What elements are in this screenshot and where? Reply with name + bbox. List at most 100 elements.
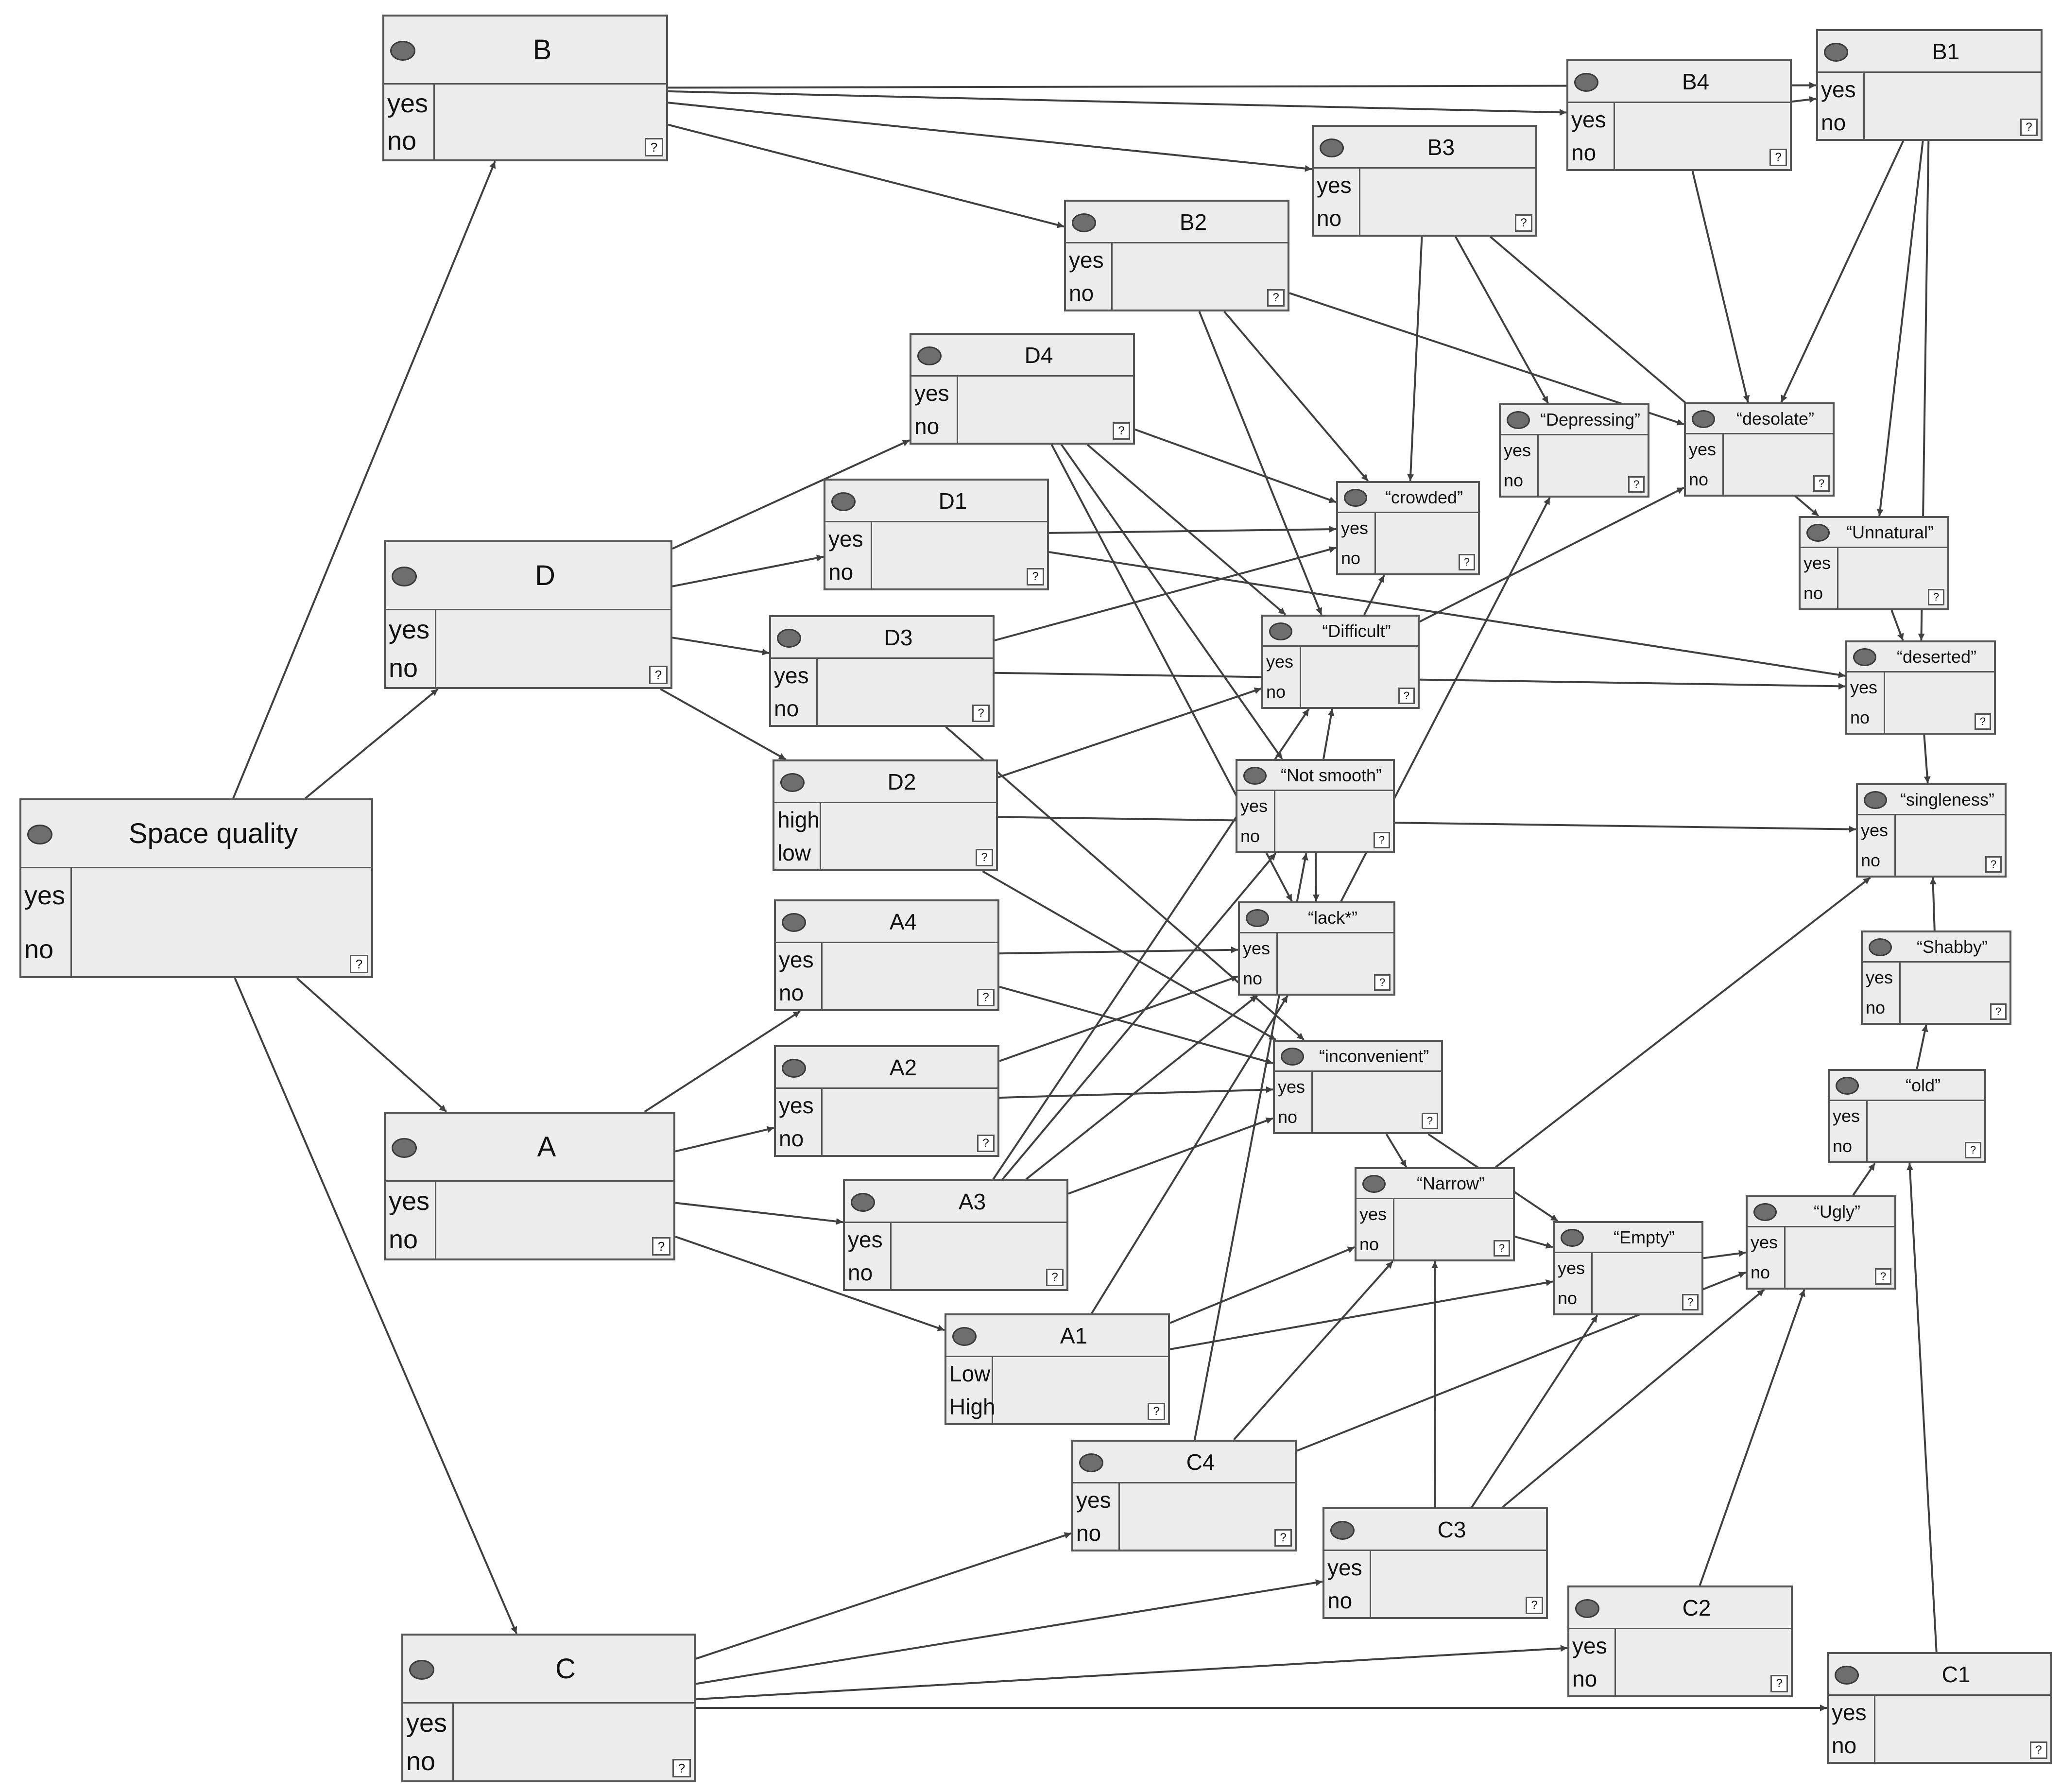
help-icon[interactable]: ?: [1770, 1675, 1788, 1692]
node-state-no[interactable]: no: [1504, 470, 1524, 490]
node-state-no[interactable]: no: [774, 696, 799, 721]
help-icon[interactable]: ?: [1267, 289, 1285, 307]
node-state-yes[interactable]: yes: [1866, 967, 1893, 987]
node-state-yes[interactable]: yes: [1317, 172, 1352, 198]
node-state-yes[interactable]: yes: [1069, 247, 1104, 273]
help-icon[interactable]: ?: [1990, 1003, 2007, 1020]
node-state-no[interactable]: no: [1861, 850, 1881, 870]
help-icon[interactable]: ?: [1274, 1529, 1292, 1547]
node-state-low[interactable]: Low: [949, 1361, 991, 1386]
node-state-yes[interactable]: yes: [1850, 677, 1878, 697]
node-state-no[interactable]: no: [1240, 826, 1260, 846]
help-icon[interactable]: ?: [1975, 713, 1991, 730]
help-icon[interactable]: ?: [1148, 1403, 1165, 1420]
node-state-no[interactable]: no: [1803, 583, 1823, 603]
node-state-no[interactable]: no: [389, 653, 418, 683]
help-icon[interactable]: ?: [2020, 119, 2038, 136]
node-state-no[interactable]: no: [1689, 469, 1709, 489]
node-state-no[interactable]: no: [24, 934, 54, 964]
node-state-yes[interactable]: yes: [24, 880, 66, 910]
help-icon[interactable]: ?: [1813, 475, 1830, 492]
node-state-no[interactable]: no: [1341, 548, 1361, 568]
help-icon[interactable]: ?: [1928, 589, 1944, 605]
node-state-no[interactable]: no: [389, 1224, 418, 1254]
node-state-yes[interactable]: yes: [389, 1186, 430, 1216]
node-state-yes[interactable]: yes: [1278, 1077, 1305, 1097]
node-state-yes[interactable]: yes: [848, 1227, 883, 1252]
help-icon[interactable]: ?: [1113, 422, 1130, 440]
node-state-yes[interactable]: yes: [1076, 1487, 1111, 1513]
help-icon[interactable]: ?: [1398, 688, 1415, 704]
node-state-no[interactable]: no: [1866, 998, 1886, 1017]
node-state-yes[interactable]: yes: [1832, 1700, 1867, 1725]
node-state-yes[interactable]: yes: [779, 1093, 814, 1118]
node-state-yes[interactable]: yes: [1572, 1633, 1607, 1658]
node-state-yes[interactable]: yes: [1504, 440, 1531, 460]
node-state-yes[interactable]: yes: [406, 1708, 447, 1738]
node-state-no[interactable]: no: [1243, 968, 1263, 988]
help-icon[interactable]: ?: [1628, 476, 1645, 493]
node-state-yes[interactable]: yes: [1359, 1204, 1387, 1224]
node-state-yes[interactable]: yes: [779, 947, 814, 972]
node-state-yes[interactable]: yes: [1240, 796, 1268, 816]
help-icon[interactable]: ?: [977, 1135, 995, 1152]
node-state-yes[interactable]: yes: [389, 615, 430, 644]
node-state-yes[interactable]: yes: [1243, 938, 1271, 958]
node-state-no[interactable]: no: [1266, 682, 1286, 702]
node-state-no[interactable]: no: [914, 414, 940, 439]
node-state-yes[interactable]: yes: [1689, 439, 1717, 459]
node-state-no[interactable]: no: [1327, 1588, 1353, 1613]
node-state-no[interactable]: no: [1317, 206, 1342, 231]
help-icon[interactable]: ?: [1046, 1269, 1064, 1286]
node-state-yes[interactable]: yes: [914, 380, 949, 406]
node-state-no[interactable]: no: [1850, 707, 1870, 727]
node-state-yes[interactable]: yes: [1558, 1258, 1585, 1278]
node-state-no[interactable]: no: [1832, 1733, 1857, 1758]
node-state-no[interactable]: no: [1076, 1520, 1101, 1546]
help-icon[interactable]: ?: [976, 849, 993, 866]
help-icon[interactable]: ?: [1027, 568, 1044, 586]
help-icon[interactable]: ?: [350, 955, 368, 973]
node-state-yes[interactable]: yes: [1833, 1106, 1860, 1126]
help-icon[interactable]: ?: [1875, 1268, 1891, 1285]
node-state-high[interactable]: high: [777, 807, 820, 832]
node-state-yes[interactable]: yes: [387, 88, 429, 118]
node-state-no[interactable]: no: [1571, 140, 1597, 165]
help-icon[interactable]: ?: [977, 989, 995, 1006]
node-state-yes[interactable]: yes: [1266, 652, 1294, 672]
help-icon[interactable]: ?: [1682, 1294, 1699, 1310]
help-icon[interactable]: ?: [1515, 214, 1532, 232]
node-state-no[interactable]: no: [1821, 110, 1846, 135]
node-state-yes[interactable]: yes: [1803, 553, 1831, 573]
node-state-no[interactable]: no: [1558, 1288, 1578, 1308]
help-icon[interactable]: ?: [645, 138, 663, 156]
node-state-no[interactable]: no: [1278, 1107, 1298, 1127]
node-state-yes[interactable]: yes: [1571, 107, 1606, 132]
node-state-yes[interactable]: yes: [1327, 1555, 1362, 1580]
